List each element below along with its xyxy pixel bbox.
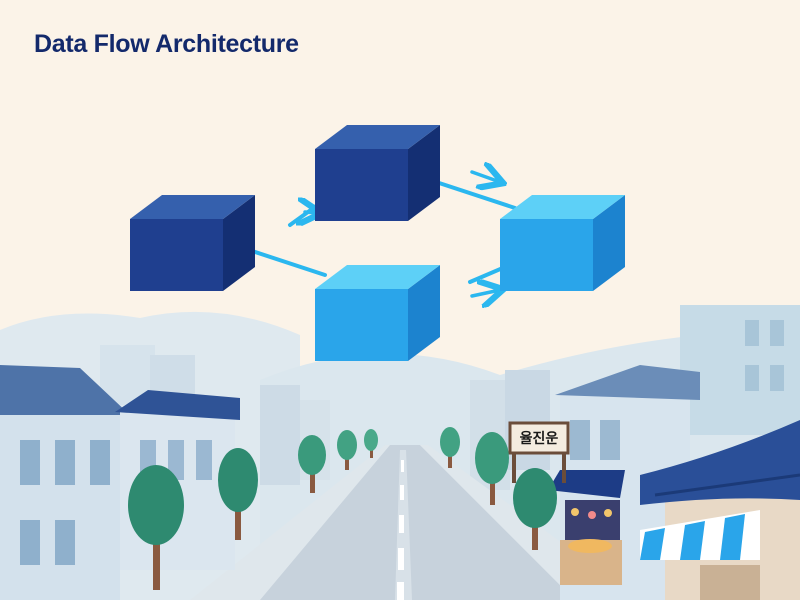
window	[770, 320, 784, 346]
arrow-icon	[470, 172, 500, 182]
shop-door	[700, 565, 760, 600]
lantern	[571, 508, 579, 516]
lane-marking	[401, 460, 404, 472]
window	[196, 440, 212, 480]
tree	[475, 432, 509, 505]
sidewalk-left	[190, 445, 390, 600]
window	[168, 440, 184, 480]
shop-sign-text: 율진운	[520, 430, 559, 447]
window	[600, 420, 620, 460]
tree	[298, 435, 326, 493]
arrow-icon	[470, 290, 500, 296]
tree	[513, 468, 557, 550]
edge-node-top-to-node-right	[428, 178, 517, 210]
shop-roof	[640, 420, 800, 505]
lane-marking	[398, 548, 404, 570]
window	[90, 440, 110, 485]
window	[55, 520, 75, 565]
node-right	[500, 195, 625, 291]
stall-goods	[568, 539, 612, 553]
stall-roof	[548, 470, 625, 498]
window	[570, 420, 590, 460]
lane-marking	[400, 485, 404, 500]
lantern	[604, 509, 612, 517]
node-left	[130, 195, 255, 291]
house-left-roof	[0, 365, 130, 415]
roof-line	[654, 473, 800, 497]
awning-stripe	[720, 514, 745, 560]
edge-node-left-to-node-bottom	[241, 246, 327, 277]
road	[250, 445, 575, 600]
awning-stripe	[680, 521, 705, 560]
building	[260, 385, 300, 485]
window	[55, 440, 75, 485]
lane-marking	[397, 582, 404, 600]
window	[20, 520, 40, 565]
lantern	[588, 511, 596, 519]
sign-post	[512, 453, 516, 483]
awning-stripe	[640, 528, 665, 560]
shop-sign-board	[508, 421, 570, 455]
window	[745, 365, 759, 391]
house-right-roof	[555, 365, 700, 400]
lane-marking	[399, 515, 404, 533]
node-bottom	[315, 265, 440, 361]
node-top	[315, 125, 440, 221]
tree	[337, 430, 357, 470]
tree	[218, 448, 258, 540]
window	[770, 365, 784, 391]
stall-back	[565, 500, 620, 540]
house-left-2-roof	[115, 390, 240, 420]
tree	[440, 427, 460, 468]
window	[20, 440, 40, 485]
sign-post	[562, 453, 566, 483]
page-title: Data Flow Architecture	[34, 30, 299, 58]
window	[745, 320, 759, 346]
tree	[128, 465, 184, 590]
tree	[364, 429, 378, 458]
